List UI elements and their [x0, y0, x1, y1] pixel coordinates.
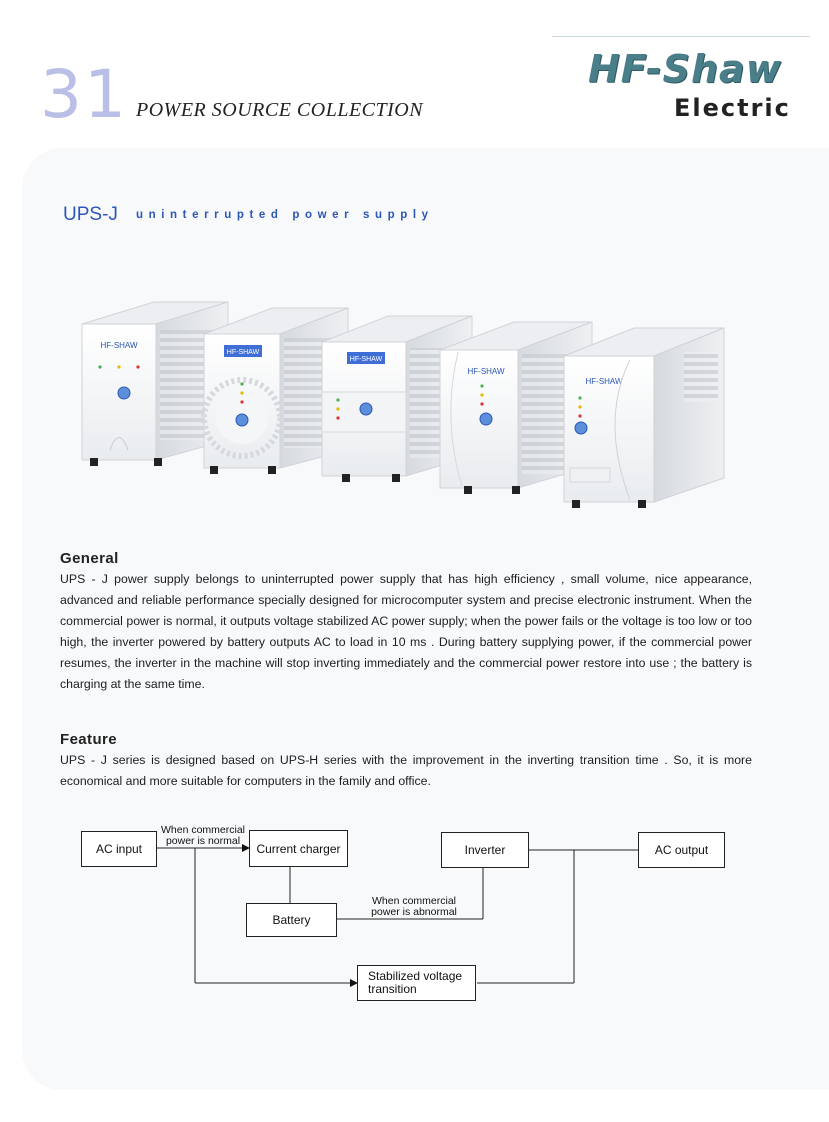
normal-label-line2: power is normal [165, 835, 241, 847]
svg-text:HF-SHAW: HF-SHAW [350, 356, 383, 363]
abnormal-label-line1: When commercial [371, 895, 457, 907]
brand-logo-subtitle: Electric [674, 94, 791, 122]
stabilized-label-line1: Stabilized voltage [368, 969, 463, 983]
collection-title: POWER SOURCE COLLECTION [136, 99, 424, 121]
abnormal-label-line2: power is abnormal [371, 906, 457, 918]
ac-output-box: AC output [638, 832, 725, 868]
general-heading: General [60, 550, 119, 567]
ups-unit-5: HF-SHAW [563, 327, 725, 508]
svg-text:HF-SHAW: HF-SHAW [100, 341, 137, 350]
product-title: UPS-J [63, 204, 118, 225]
general-body: UPS - J power supply belongs to uninterr… [60, 572, 752, 691]
svg-text:HF-SHAW: HF-SHAW [227, 349, 260, 356]
battery-box: Battery [246, 903, 337, 937]
stabilized-voltage-box: Stabilized voltage transition [357, 965, 476, 1001]
svg-text:HF-SHAW: HF-SHAW [585, 377, 622, 386]
page-number: 31 [40, 56, 128, 133]
brand-logo: HF-Shaw [588, 47, 782, 91]
svg-text:HF-SHAW: HF-SHAW [467, 367, 504, 376]
logo-rule [552, 36, 810, 37]
normal-label-line1: When commercial [160, 824, 246, 836]
inverter-box: Inverter [441, 832, 529, 868]
ac-input-box: AC input [81, 831, 157, 867]
normal-power-label: When commercial power is normal [158, 825, 248, 847]
product-subtitle: uninterrupted power supply [136, 209, 434, 221]
ups-product-image: HF-SHAW HF-SHAW HF-SHAW [81, 301, 725, 508]
feature-body: UPS - J series is designed based on UPS-… [60, 753, 752, 788]
current-charger-box: Current charger [249, 830, 348, 867]
stabilized-label-line2: transition [368, 982, 417, 996]
feature-heading: Feature [60, 731, 117, 748]
abnormal-power-label: When commercial power is abnormal [364, 896, 464, 918]
